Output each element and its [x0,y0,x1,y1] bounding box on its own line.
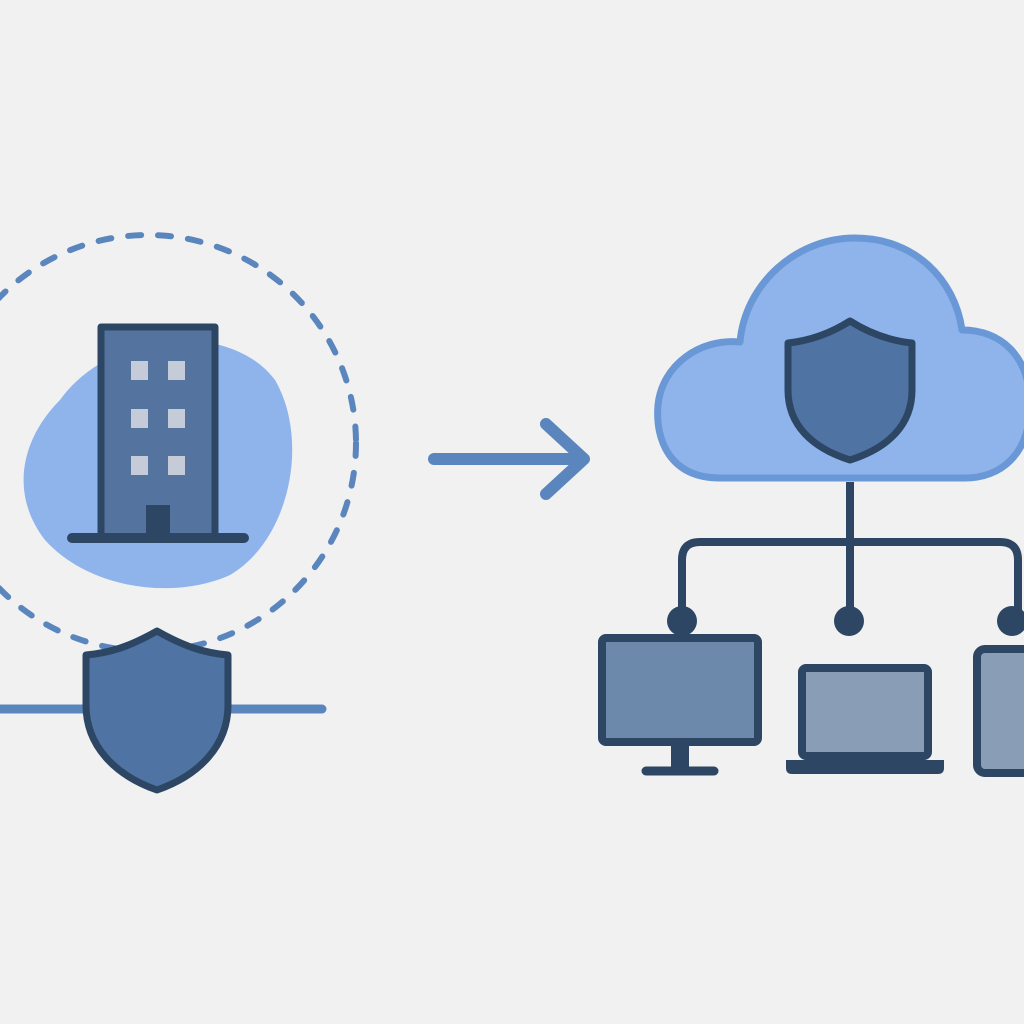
monitor-stand [671,744,689,768]
connector-node [834,606,864,636]
building-body [97,323,219,541]
building-window [131,456,148,475]
connector-node [997,606,1024,636]
arrow-head [540,418,590,500]
monitor-screen [598,634,762,746]
cloud-group [654,234,1024,482]
tablet-icon [973,645,1024,777]
on-premises-group [0,232,359,794]
tablet-screen [973,645,1024,777]
office-building-icon [67,323,249,543]
cloud-shield-icon [784,317,916,464]
laptop-base [786,760,944,774]
building-window [168,456,185,475]
desktop-monitor-icon [598,634,762,776]
laptop-icon [786,664,944,774]
building-window [131,361,148,380]
network-connectors [667,482,1024,636]
perimeter-shield-icon [82,627,232,794]
building-window [168,361,185,380]
connector-node [667,606,697,636]
branch-connector [678,538,1022,612]
perimeter-dashed-ring [0,232,359,654]
building-window [131,409,148,428]
laptop-screen [798,664,932,760]
building-window [168,409,185,428]
arrow-right-icon [428,418,590,500]
